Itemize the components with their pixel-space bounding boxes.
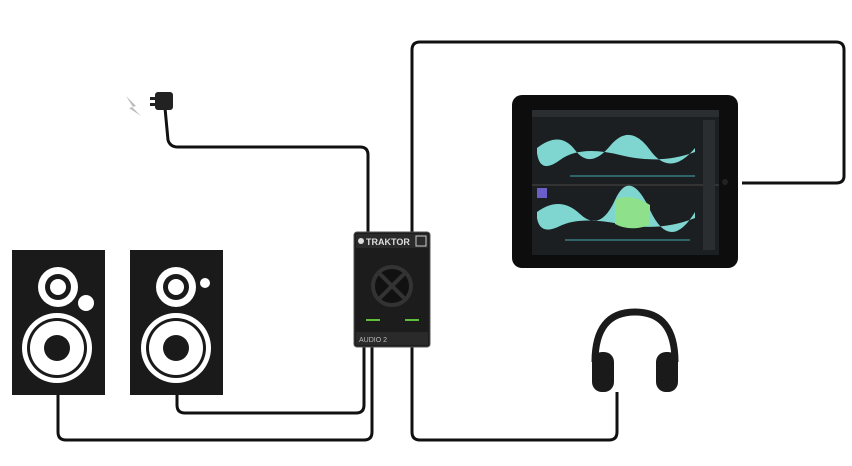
tablet (512, 95, 738, 268)
speaker-left-cable (56, 347, 374, 442)
power-cable (163, 107, 370, 232)
main-led (366, 319, 380, 321)
headphones (591, 308, 679, 392)
home-button (722, 179, 728, 185)
headphone-led (405, 319, 419, 321)
brand-label: TRAKTOR (366, 237, 410, 247)
speaker-left (12, 250, 105, 395)
waveform-deck-a (537, 134, 695, 167)
model-label: AUDIO 2 (359, 337, 387, 344)
brand-logo-icon (358, 238, 364, 244)
headphone-cable (410, 347, 619, 442)
speaker-right (130, 250, 223, 395)
cables (56, 40, 846, 442)
ni-logo-icon (415, 235, 427, 247)
power-plug (150, 92, 173, 110)
audio-interface: TRAKTOR AUDIO 2 (353, 231, 431, 348)
speaker-right-cable (175, 347, 366, 415)
tablet-screen (532, 110, 719, 255)
lightning-icon (126, 96, 141, 116)
usb-cable (410, 40, 846, 232)
